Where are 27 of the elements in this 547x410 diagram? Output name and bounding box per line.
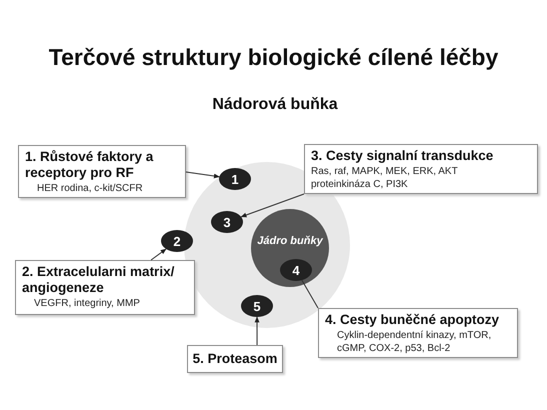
nucleus-label: Jádro buňky [256,235,324,247]
number-badge: 5 [241,295,273,317]
box-heading: 4. Cesty buněčné apoptozy [325,312,500,328]
box-heading: 1. Růstové faktory a receptory pro RF [25,149,154,181]
box-text: Ras, raf, MAPK, MEK, ERK, AKT proteinkináza C, PI3K [311,165,459,191]
text-box [15,260,195,315]
box-heading: 3. Cesty signalní transdukce [311,148,494,164]
number-badge: 1 [219,168,251,190]
arrow [150,248,167,260]
arrow [186,172,220,178]
number-badge: 2 [161,230,193,252]
text-box [18,145,186,198]
arrow [240,194,304,218]
number-badge: 3 [211,211,243,233]
box-heading: 2. Extracelularni matrix/ angiogeneze [22,264,176,296]
box-text: HER rodina, c-kit/SCFR [36,182,144,195]
box-heading: 5. Proteasom [192,351,278,367]
number-badge: 4 [280,259,312,281]
text-box [318,308,518,358]
title: Terčové struktury biologické cílené léčby [48,44,500,71]
subtitle: Nádorová buňka [211,96,339,114]
box-text: Cyklin-dependentní kinazy, mTOR, cGMP, COX-2, p53, Bcl-2 [336,329,492,355]
connector-line [301,280,318,308]
text-box [304,144,538,194]
box-text: VEGFR, integriny, MMP [33,297,141,310]
arrow [254,316,260,346]
text-box [187,345,283,373]
